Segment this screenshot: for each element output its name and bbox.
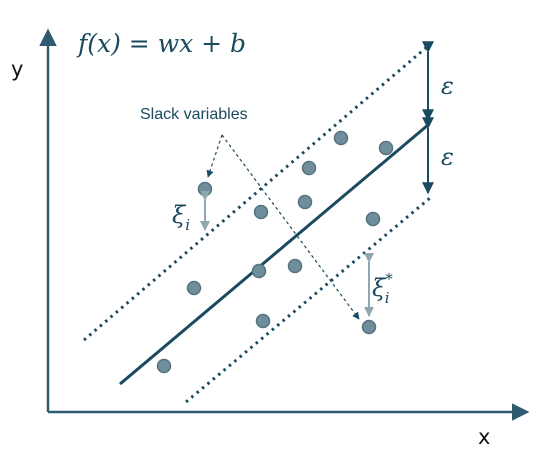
- slack-pointer-left: [206, 134, 223, 178]
- slack-lower-label: ξi: [172, 201, 190, 234]
- data-point: [287, 258, 303, 274]
- data-points: [156, 130, 394, 374]
- x-axis-label: x: [478, 425, 490, 449]
- data-point: [365, 211, 381, 227]
- data-point: [361, 319, 377, 335]
- data-point: [378, 140, 394, 156]
- slack-lower-symbol: ξ: [172, 201, 187, 229]
- data-point: [255, 313, 271, 329]
- regression-formula: f(x) = wx + b: [76, 29, 246, 58]
- slack-upper-superscript: *: [385, 270, 393, 288]
- slack-upper-label: ξ*i: [372, 270, 393, 307]
- regression-line: [119, 123, 429, 386]
- upper-margin-line: [83, 44, 429, 342]
- epsilon-lower-label: ε: [441, 143, 454, 171]
- data-point: [253, 204, 269, 220]
- lower-margin-line: [185, 196, 431, 404]
- y-axis-label: y: [11, 57, 23, 81]
- slack-variables-label: Slack variables: [140, 106, 248, 123]
- slack-lower-subscript: i: [185, 216, 190, 234]
- slack-pointer-right: [221, 134, 360, 320]
- data-point: [197, 181, 213, 197]
- data-point: [186, 280, 202, 296]
- data-point: [156, 358, 172, 374]
- epsilon-upper-label: ε: [441, 72, 454, 100]
- slack-upper-subscript: i: [385, 289, 390, 307]
- slack-upper-symbol: ξ: [372, 274, 387, 302]
- data-point: [251, 263, 267, 279]
- data-point: [301, 160, 317, 176]
- data-point: [333, 130, 349, 146]
- data-point: [297, 194, 313, 210]
